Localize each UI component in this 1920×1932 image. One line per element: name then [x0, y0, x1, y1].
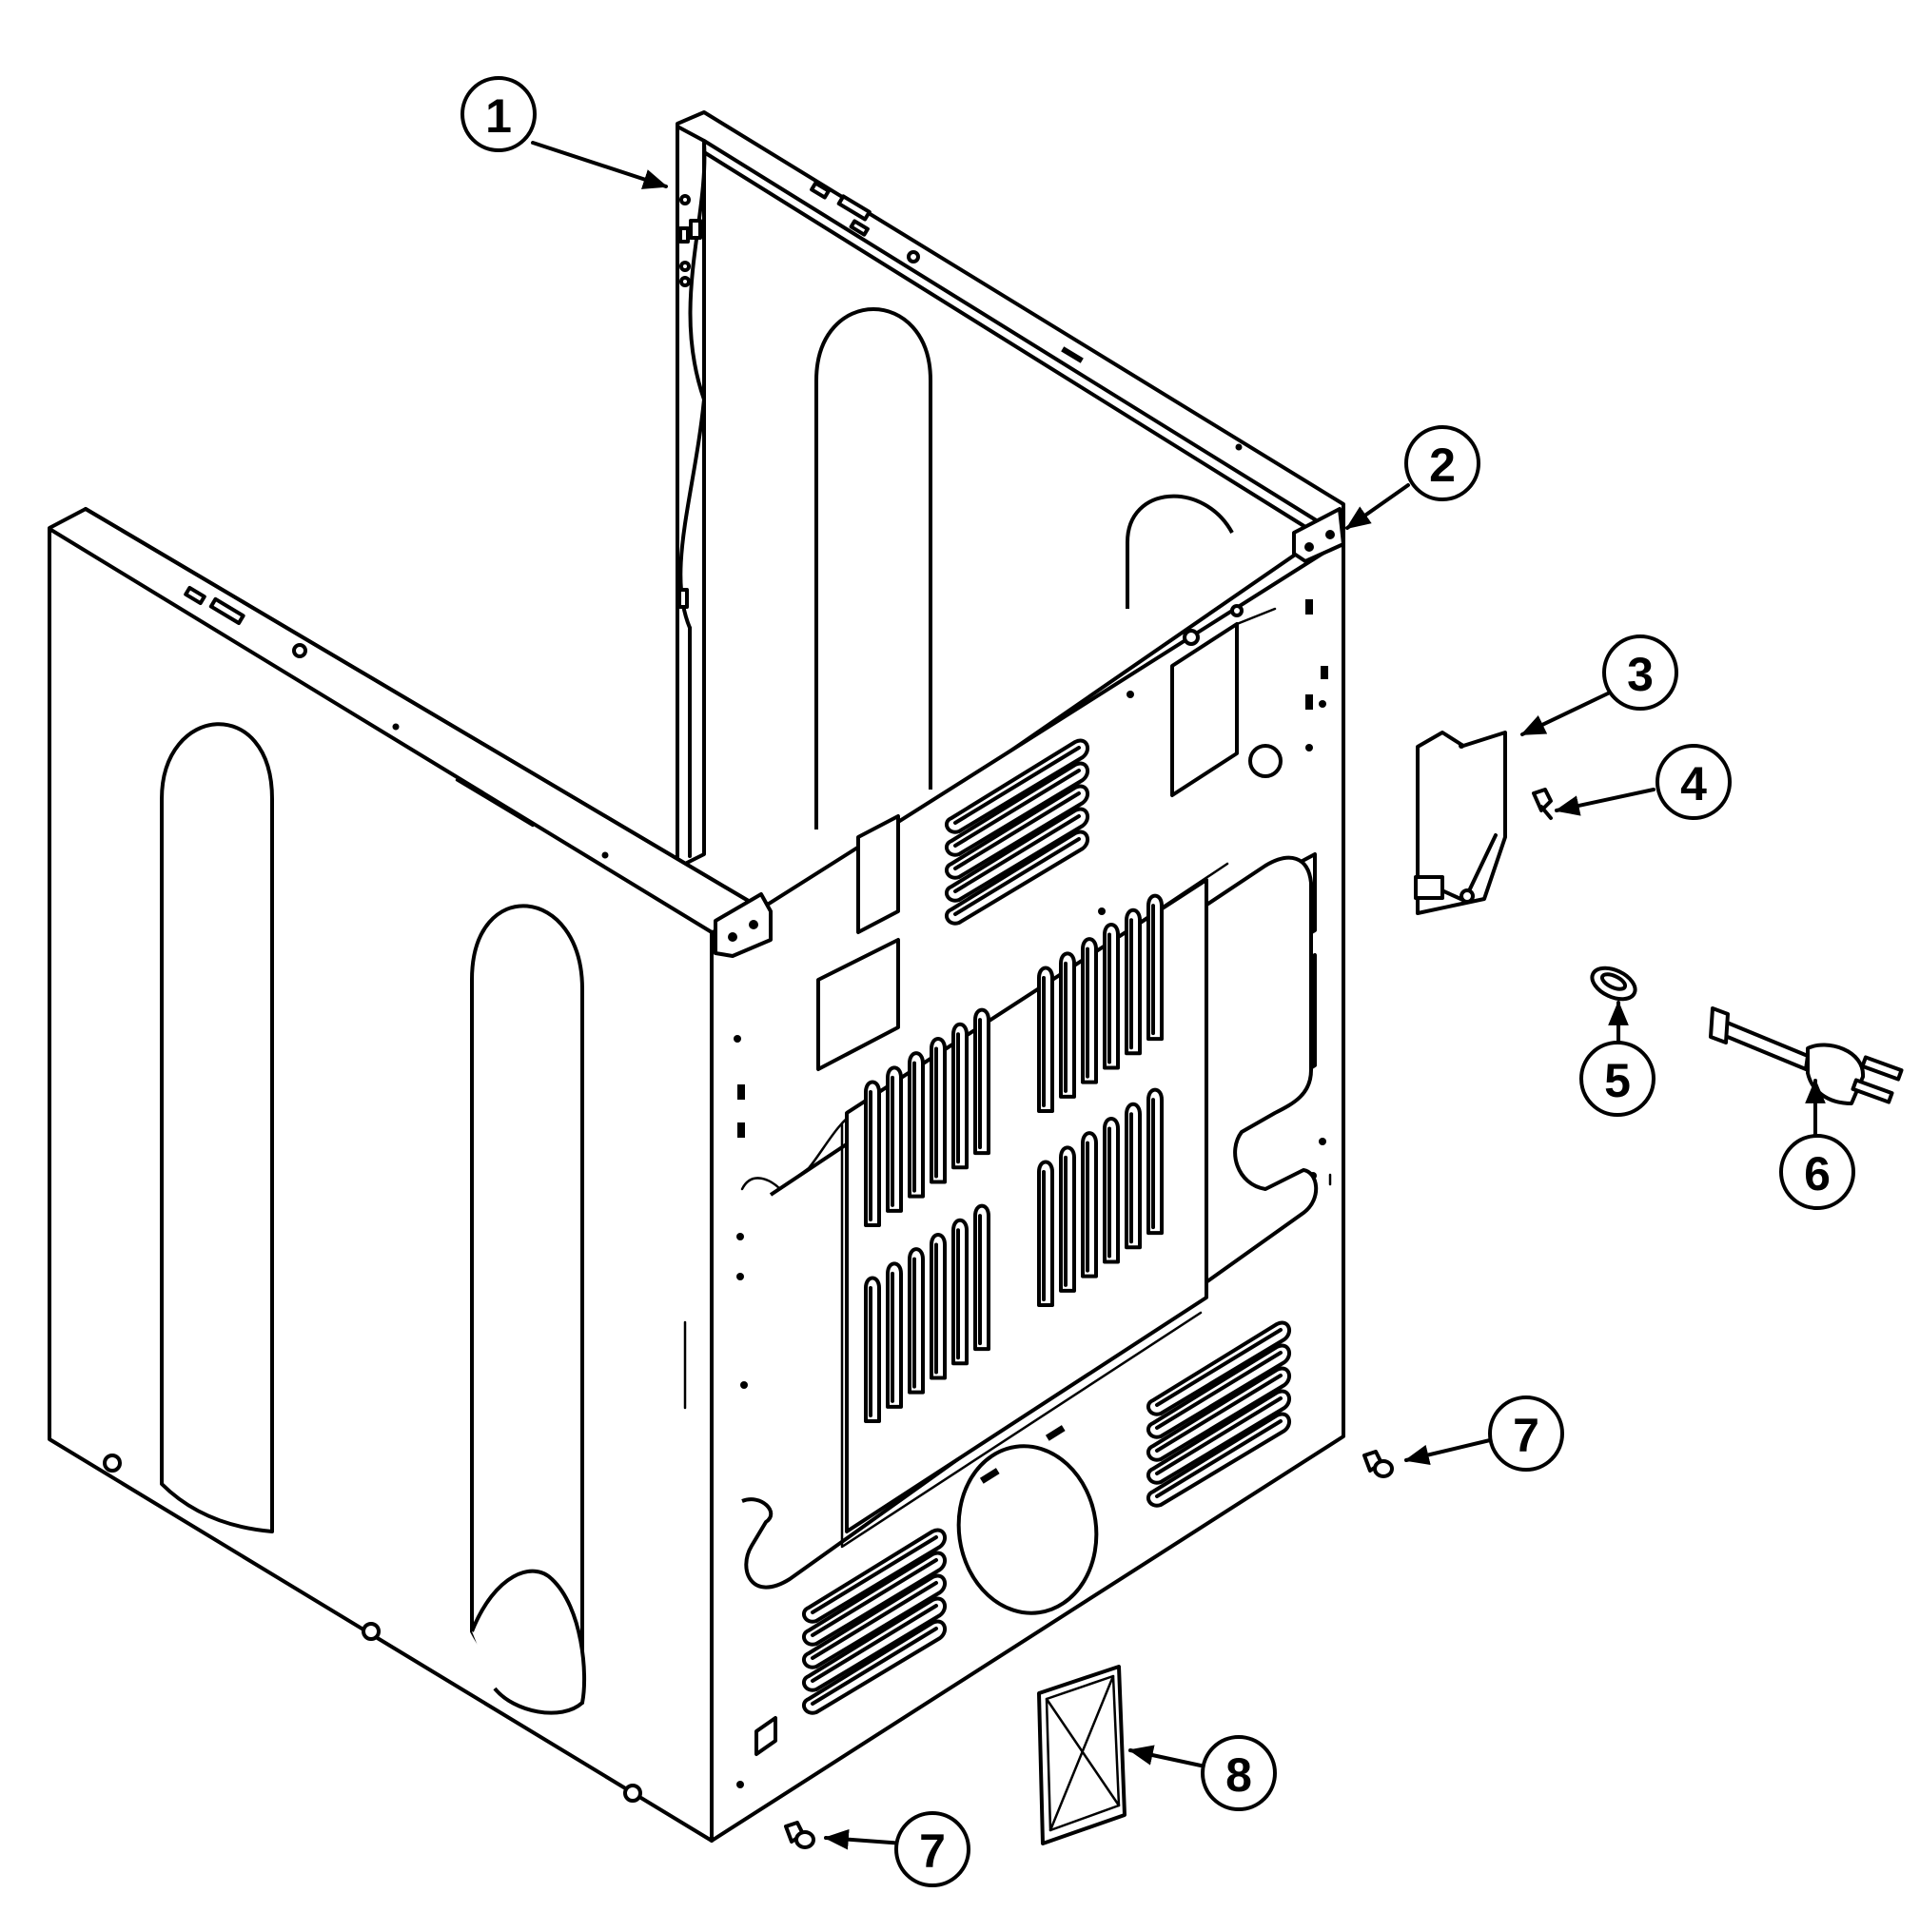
svg-text:4: 4: [1680, 757, 1707, 810]
diagonal-louver-shade: [811, 1627, 938, 1706]
terminal-block-cover: [1414, 731, 1507, 915]
diagonal-louver-shade: [1155, 1396, 1283, 1475]
screw-part-7a: [1362, 1450, 1394, 1478]
left-side-panel: [48, 507, 774, 1843]
callout-2: 2: [1404, 425, 1480, 501]
diagonal-louver-shade: [1155, 1419, 1283, 1498]
svg-text:3: 3: [1627, 648, 1654, 701]
rear-panel: [710, 507, 1345, 1843]
callout-8: 8: [1201, 1735, 1277, 1811]
left-corner-bracket: [714, 892, 773, 958]
diagonal-louver-shade: [1155, 1351, 1283, 1430]
diagonal-louver-shade: [953, 814, 1081, 893]
leader-lines: [531, 141, 1826, 1850]
power-cord-part-6: [1709, 1006, 1904, 1105]
back-side-panel: [676, 110, 1345, 869]
svg-text:8: 8: [1225, 1748, 1252, 1802]
svg-text:2: 2: [1429, 439, 1456, 492]
callout-5: 5: [1579, 1041, 1656, 1117]
svg-text:6: 6: [1804, 1147, 1831, 1200]
diagonal-louver-shade: [1155, 1328, 1283, 1407]
diagonal-louver-shade: [811, 1558, 938, 1637]
callout-1: 1: [460, 76, 537, 152]
diagonal-louvers: [801, 738, 1292, 1715]
diagonal-louver-shade: [953, 769, 1081, 848]
diagonal-louver-shade: [953, 791, 1081, 870]
callout-7b: 7: [894, 1811, 970, 1887]
cover-plate-part-8: [1037, 1665, 1127, 1845]
callout-6: 6: [1779, 1134, 1855, 1210]
svg-text:5: 5: [1604, 1054, 1631, 1107]
strain-relief-part-5: [1590, 966, 1637, 1002]
screw-part-4: [1532, 788, 1553, 820]
diagonal-louver-shade: [953, 837, 1081, 916]
diagonal-louver-shade: [811, 1535, 938, 1614]
callout-7a: 7: [1488, 1395, 1564, 1472]
diagonal-louver-shade: [811, 1581, 938, 1660]
vertical-louvers: [864, 893, 1164, 1423]
svg-text:1: 1: [485, 89, 512, 143]
svg-text:7: 7: [1513, 1409, 1539, 1462]
callout-3: 3: [1602, 634, 1678, 711]
diagonal-louver-shade: [1155, 1374, 1283, 1453]
callout-4: 4: [1656, 744, 1732, 820]
diagonal-louver-shade: [953, 746, 1081, 825]
svg-text:7: 7: [919, 1825, 946, 1878]
screw-part-7b: [784, 1821, 815, 1849]
diagonal-louver-shade: [811, 1604, 938, 1683]
